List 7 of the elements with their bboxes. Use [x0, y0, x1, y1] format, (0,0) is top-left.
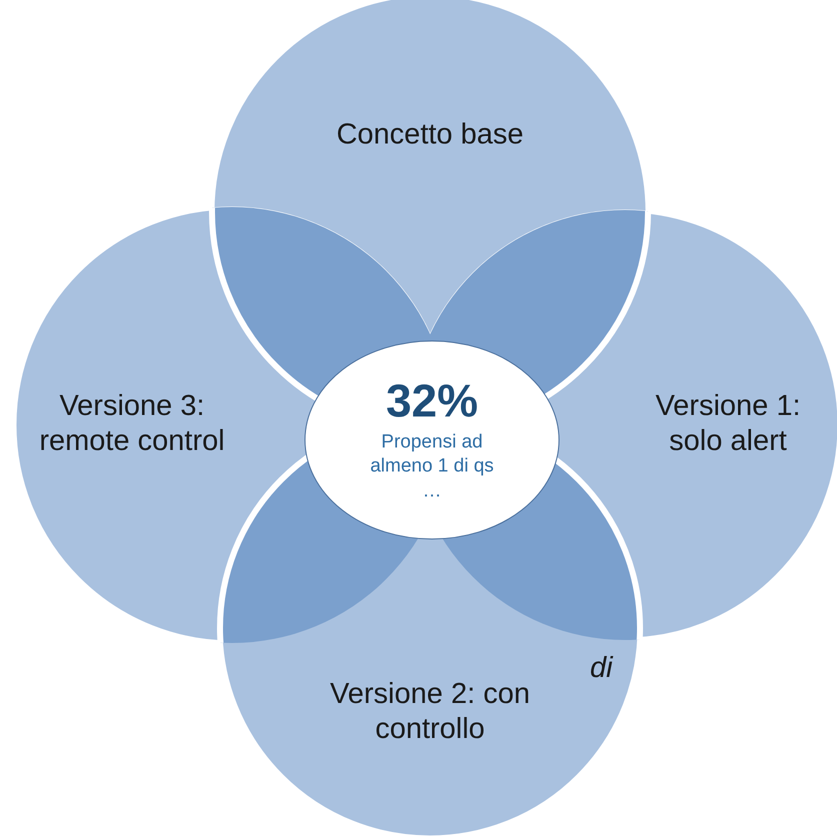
circle-label: Versione 2: con controllo — [329, 677, 531, 747]
circle-label: Versione 1: solo alert — [654, 389, 802, 459]
circle-label: Concetto base — [335, 118, 524, 152]
circle-label: Versione 3: remote control — [38, 389, 226, 459]
percentage-value: 32% — [384, 376, 480, 426]
text-fragment: di — [590, 652, 613, 685]
center-caption: Propensi ad almeno 1 di qs … — [369, 430, 495, 504]
